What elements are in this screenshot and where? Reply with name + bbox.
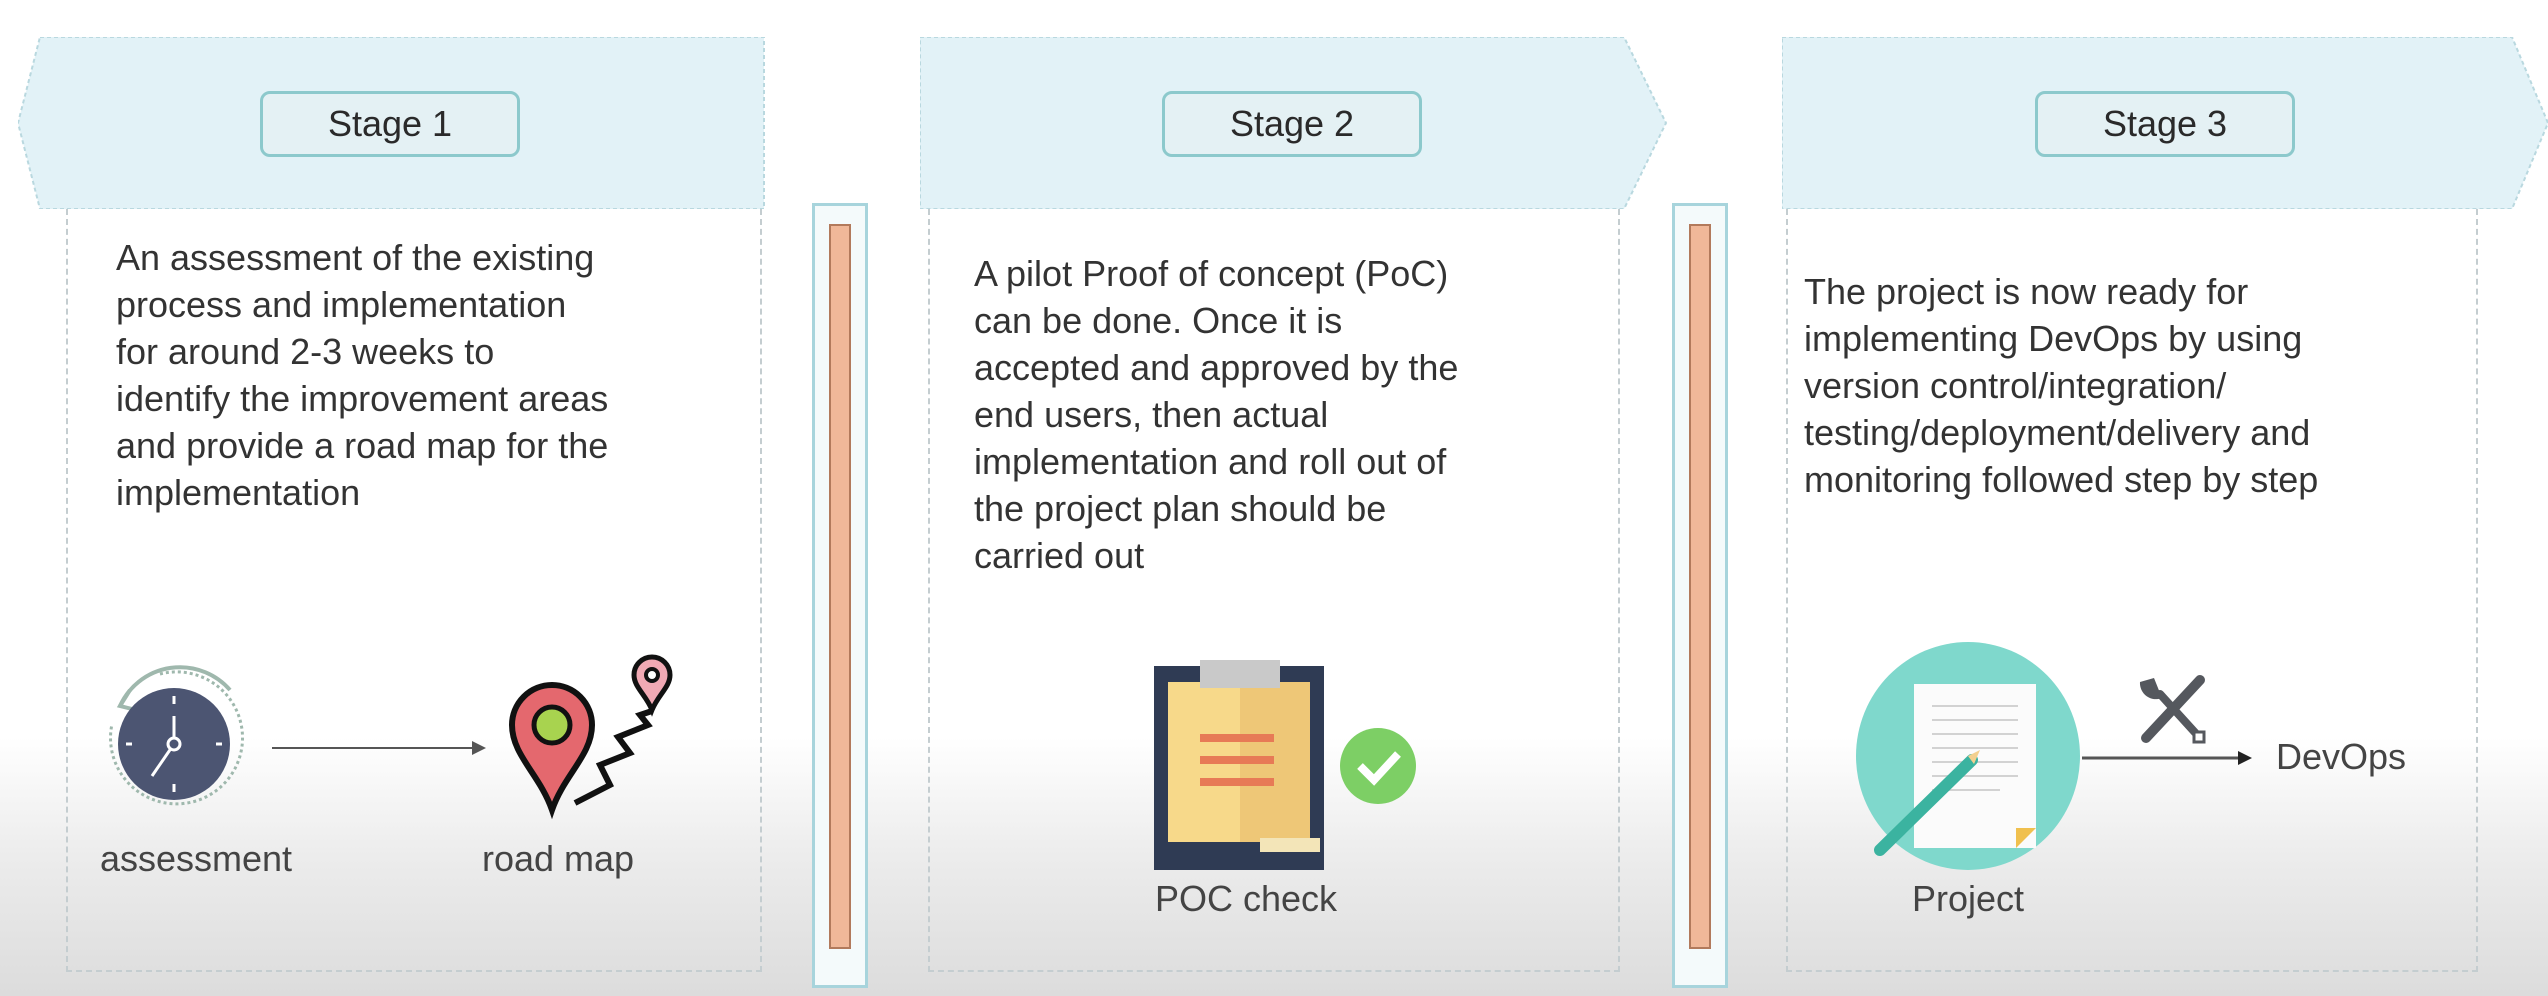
assessment-caption: assessment (99, 838, 293, 879)
clipboard-check-icon (1154, 660, 1416, 870)
stage-divider-2 (1672, 203, 1728, 988)
arrow-icon (2082, 751, 2252, 765)
stage-3-description: The project is now ready for implementin… (1804, 271, 2319, 500)
divider-bar (829, 224, 851, 949)
stage-2-label: Stage 2 (1162, 91, 1422, 157)
clock-icon (109, 665, 245, 806)
road-map-caption: road map (481, 838, 635, 879)
stage-divider-1 (812, 203, 868, 988)
document-icon (1856, 642, 2080, 870)
stage-1-description: An assessment of the existing process an… (116, 237, 609, 513)
poc-check-caption: POC check (1154, 878, 1338, 919)
divider-bar (1689, 224, 1711, 949)
stage-2-panel (928, 209, 1620, 972)
tools-icon (2139, 675, 2206, 744)
stage-1-label: Stage 1 (260, 91, 520, 157)
project-caption: Project (1911, 878, 2025, 919)
stage-1-panel (66, 209, 762, 972)
stage-3-label: Stage 3 (2035, 91, 2295, 157)
map-pin-icon (508, 654, 673, 820)
stage-2-description: A pilot Proof of concept (PoC) can be do… (974, 253, 1459, 576)
stage-3-panel (1786, 209, 2478, 972)
devops-caption: DevOps (2276, 736, 2407, 777)
arrow-icon (272, 741, 486, 755)
